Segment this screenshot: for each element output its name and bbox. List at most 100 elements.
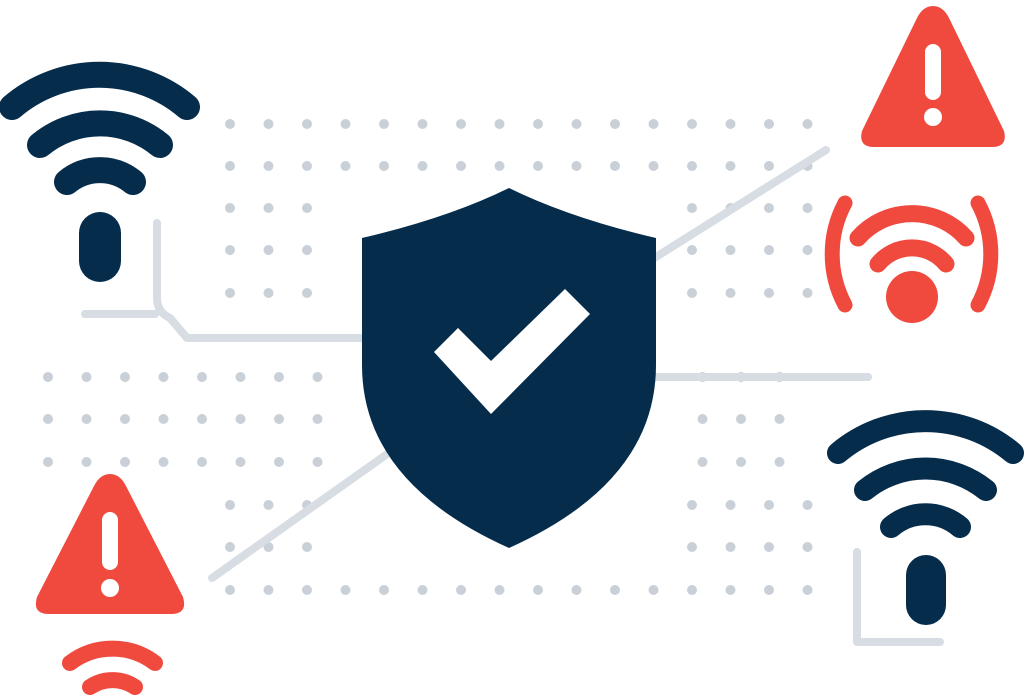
grid-dot	[302, 288, 312, 298]
grid-dot	[533, 161, 543, 171]
grid-dot	[302, 585, 312, 595]
grid-dot	[417, 585, 428, 595]
grid-dot	[225, 288, 235, 298]
grid-dot	[379, 119, 389, 129]
grid-dot	[610, 161, 620, 171]
grid-dot	[225, 585, 235, 595]
grid-dot	[197, 414, 207, 424]
grid-dot	[802, 203, 813, 213]
wifi-source-dot	[886, 271, 938, 323]
grid-dot	[43, 372, 53, 382]
grid-dot	[302, 245, 312, 255]
grid-dot	[263, 119, 274, 129]
grid-dot	[648, 161, 659, 171]
grid-dot	[697, 414, 708, 424]
grid-dot	[456, 161, 466, 171]
grid-dot	[274, 457, 284, 467]
grid-dot	[158, 414, 169, 424]
grid-dot	[312, 414, 323, 424]
grid-dot	[158, 372, 169, 382]
grid-dot	[225, 161, 235, 171]
grid-dot	[235, 414, 246, 424]
grid-dot	[456, 585, 466, 595]
grid-dot	[225, 245, 235, 255]
wifi-arc-outer	[849, 205, 975, 247]
grid-dot	[81, 372, 92, 382]
grid-dot	[802, 585, 813, 595]
wifi-base-pill	[79, 212, 121, 282]
grid-dot	[571, 585, 582, 595]
grid-dot	[225, 119, 235, 129]
exclamation-bar	[102, 512, 118, 570]
grid-dot	[120, 457, 130, 467]
wifi-secure-icon	[0, 61, 200, 282]
wifi-arc-middle	[27, 110, 173, 158]
grid-dot	[802, 500, 813, 510]
wifi-arc-inner	[54, 157, 146, 195]
grid-dot	[725, 500, 736, 510]
grid-dot	[687, 245, 697, 255]
wifi-base-pill	[906, 555, 946, 625]
grid-dot	[263, 500, 274, 510]
grid-dot	[302, 119, 312, 129]
grid-dot	[774, 414, 785, 424]
grid-dot	[456, 119, 466, 129]
grid-dot	[687, 161, 697, 171]
grid-dot	[764, 161, 774, 171]
grid-dot	[687, 585, 697, 595]
broadcast-arc-right	[970, 195, 999, 313]
grid-dot	[340, 161, 351, 171]
grid-dot	[379, 161, 389, 171]
wifi-arc-inner	[880, 503, 971, 538]
connection-lines	[81, 146, 944, 646]
grid-dot	[802, 245, 813, 255]
grid-dot	[802, 542, 813, 552]
grid-dot	[302, 203, 312, 213]
connection-line-top-left	[153, 219, 369, 342]
grid-dot	[197, 457, 207, 467]
grid-dot	[302, 161, 312, 171]
grid-dot	[312, 372, 323, 382]
grid-dot	[648, 119, 659, 129]
grid-dot	[725, 288, 736, 298]
grid-dot	[263, 288, 274, 298]
grid-dot	[610, 585, 620, 595]
grid-dot	[687, 288, 697, 298]
grid-dot	[533, 119, 543, 129]
grid-dot	[235, 457, 246, 467]
wifi-arc-middle	[854, 457, 997, 501]
grid-dot	[571, 119, 582, 129]
grid-dot	[687, 542, 697, 552]
grid-dot	[802, 288, 813, 298]
grid-dot	[340, 119, 351, 129]
wifi-broadcast-alert-icon	[824, 195, 999, 323]
grid-dot	[263, 203, 274, 213]
grid-dot	[340, 585, 351, 595]
grid-dot	[764, 288, 774, 298]
grid-dot	[764, 119, 774, 129]
grid-dot	[43, 414, 53, 424]
grid-dot	[697, 457, 708, 467]
grid-dot	[725, 161, 736, 171]
grid-dot	[81, 457, 92, 467]
grid-dot	[417, 161, 428, 171]
grid-dot	[81, 414, 92, 424]
check-mark-icon	[434, 289, 590, 414]
wifi-arc-outer	[62, 640, 163, 671]
grid-dot	[312, 457, 323, 467]
grid-dot	[764, 500, 774, 510]
broadcast-arc-left	[824, 195, 853, 313]
grid-dot	[774, 457, 785, 467]
grid-dot	[725, 245, 736, 255]
grid-dot	[263, 161, 274, 171]
grid-dot	[764, 245, 774, 255]
grid-dot	[197, 372, 207, 382]
grid-dot	[494, 161, 505, 171]
warning-triangle-icon-bottom	[35, 474, 185, 614]
exclamation-bar	[925, 44, 941, 100]
grid-dot	[302, 542, 312, 552]
grid-dot	[120, 414, 130, 424]
dotted-grid-background	[43, 119, 813, 595]
warning-triangle-icon	[861, 6, 1005, 147]
